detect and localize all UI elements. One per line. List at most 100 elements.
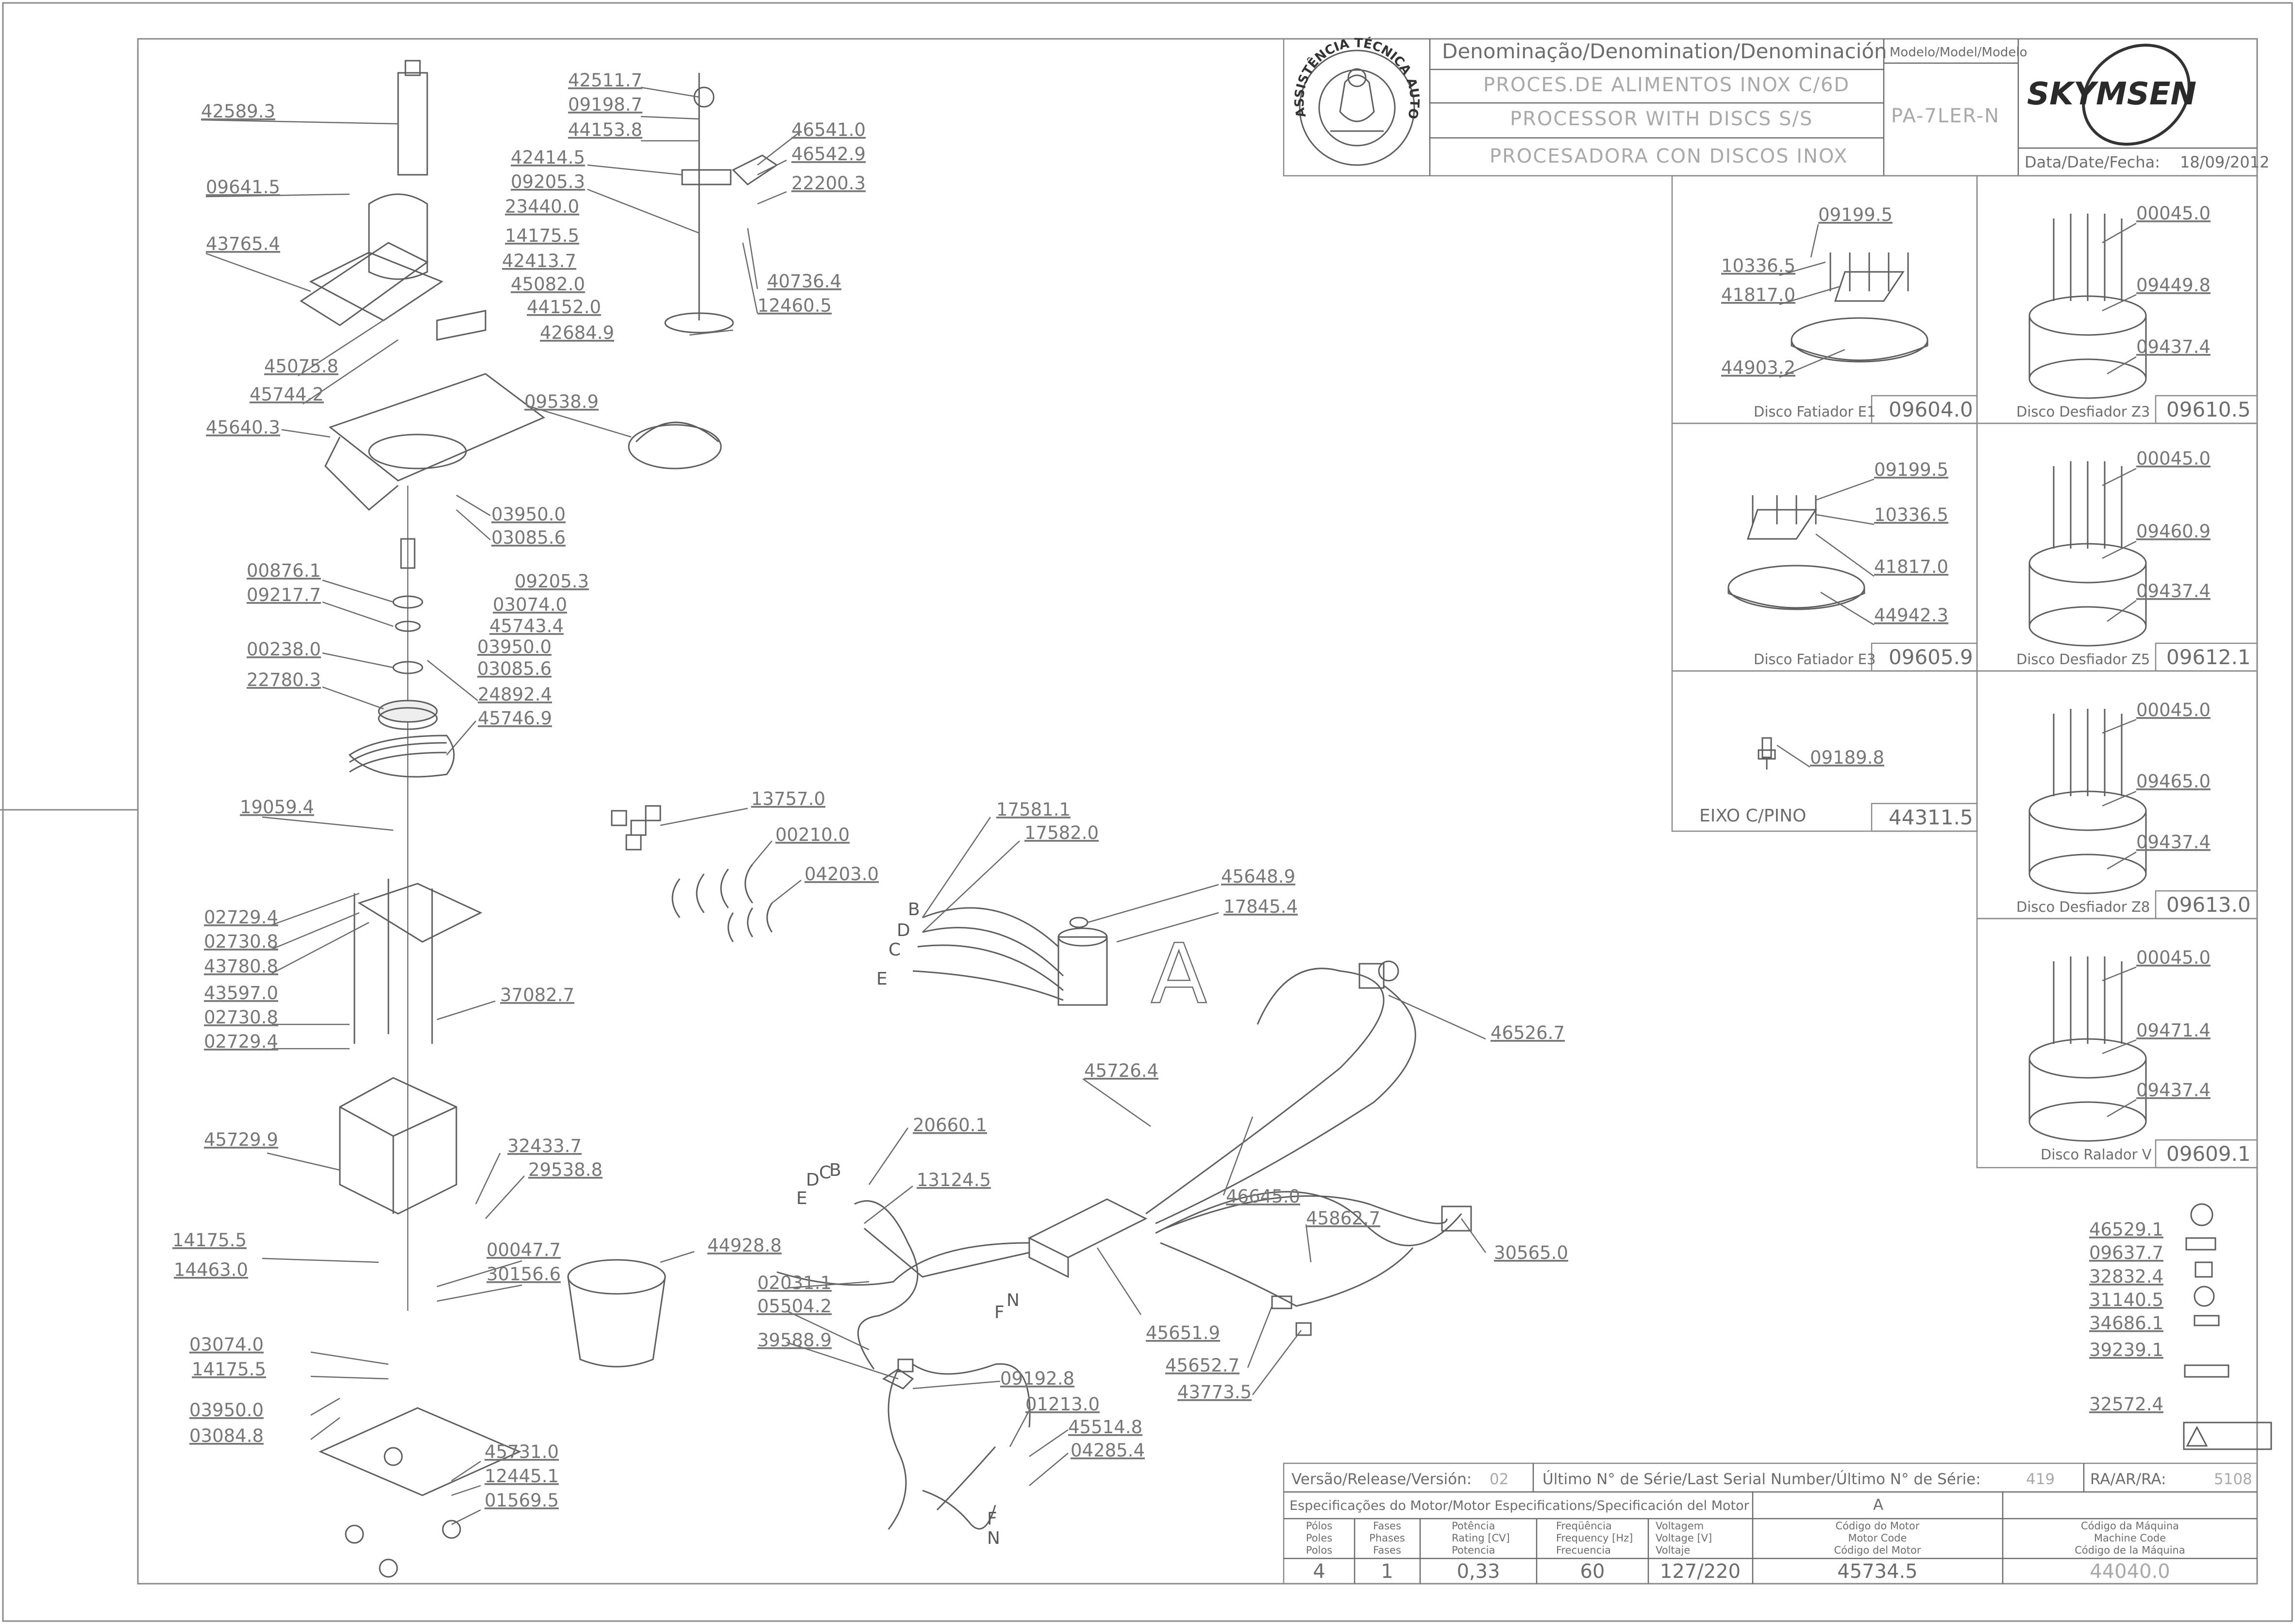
part-label: 13757.0 <box>751 788 825 809</box>
part-label: 00045.0 <box>2136 947 2211 968</box>
part-label: 17845.4 <box>1223 896 1298 917</box>
model-value: PA-7LER-N <box>1891 105 2000 127</box>
part-label: 44152.0 <box>527 297 601 318</box>
date-value: 18/09/2012 <box>2180 153 2269 171</box>
part-label: 42414.5 <box>511 147 585 168</box>
part-label: 42413.7 <box>502 251 576 271</box>
part-label: 09437.4 <box>2136 581 2211 602</box>
part-label: 24892.4 <box>478 684 552 705</box>
part-label: 30156.6 <box>486 1264 561 1285</box>
warning-plate-icon <box>2183 1422 2272 1450</box>
disc-variants-panel: Disco Fatiador E1 09604.0 Disco Desfiado… <box>1671 175 2258 1169</box>
part-label: 09538.9 <box>524 391 599 412</box>
disc-code: 09612.1 <box>2166 645 2251 669</box>
motor-spec-header: Especificações do Motor/Motor Especifica… <box>1290 1498 1750 1513</box>
part-label: 45652.7 <box>1165 1355 1240 1376</box>
part-label: 09199.5 <box>1818 204 1893 225</box>
part-label: 04285.4 <box>1071 1440 1145 1461</box>
title-block: ASSISTÊNCIA TÉCNICA AUTORIZADA Denominaç… <box>0 0 2269 177</box>
part-label: 12460.5 <box>757 295 832 316</box>
motor-capacitor-letter: A <box>1151 926 1207 1022</box>
motor-spec-table: Versão/Release/Versión: 02 Último N° de … <box>1283 1462 2258 1585</box>
part-label: 03084.8 <box>189 1425 264 1446</box>
part-label: 04203.0 <box>804 864 879 885</box>
motor-letter: A <box>1873 1496 1883 1514</box>
disc-caption: EIXO C/PINO <box>1699 806 1806 826</box>
col-label: Código da Máquina <box>2081 1520 2179 1532</box>
symbol-legend: 46529.1 09637.7 32832.4 31140.5 34686.1 … <box>2089 1203 2272 1450</box>
part-label: 45726.4 <box>1084 1060 1158 1081</box>
part-label: 39588.9 <box>757 1330 832 1351</box>
part-label: 09449.8 <box>2136 275 2211 296</box>
model-header: Modelo/Model/Modelo <box>1890 45 2027 60</box>
slicer-disc-e3-drawing <box>1727 495 1865 610</box>
part-label: 00045.0 <box>2136 700 2211 720</box>
col-label: Código do Motor <box>1835 1520 1919 1532</box>
part-label: 43597.0 <box>204 983 278 1004</box>
part-label: 41817.0 <box>1874 556 1948 577</box>
part-label: 20660.1 <box>913 1115 987 1136</box>
motor-code-value: 45734.5 <box>1837 1560 1917 1583</box>
part-label: 45743.4 <box>489 616 564 636</box>
brand-name: SKYMSEN <box>2027 76 2196 112</box>
part-label: 23440.0 <box>505 196 579 217</box>
col-label: Código de la Máquina <box>2075 1544 2185 1556</box>
part-label: 03074.0 <box>493 594 567 615</box>
name-pt: PROCES.DE ALIMENTOS INOX C/6D <box>1483 74 1850 96</box>
wire-letter: N <box>987 1528 1000 1548</box>
part-label: 00045.0 <box>2136 448 2211 469</box>
part-label: 03950.0 <box>491 504 566 525</box>
rating-value: 0,33 <box>1457 1560 1500 1583</box>
wire-letter: B <box>829 1160 841 1180</box>
disc-code: 09610.5 <box>2166 398 2251 421</box>
disc-code: 44311.5 <box>1889 805 1973 829</box>
part-label: 14463.0 <box>174 1259 248 1280</box>
part-label: 17582.0 <box>1024 822 1099 843</box>
wire-letter: D <box>806 1170 820 1190</box>
part-label: 03074.0 <box>189 1334 264 1355</box>
rotation-symbol-icon <box>2190 1203 2213 1226</box>
part-label: 45651.9 <box>1146 1323 1220 1343</box>
col-label: Rating [CV] <box>1452 1532 1510 1544</box>
part-label: 09460.9 <box>2136 521 2211 542</box>
part-label: 41817.0 <box>1721 285 1795 305</box>
col-label: Voltaje <box>1656 1544 1690 1556</box>
cable-tag-icon <box>2194 1315 2220 1326</box>
part-label: 14175.5 <box>172 1230 247 1251</box>
symbol-code: 39239.1 <box>2089 1339 2163 1360</box>
grater-disc-v-drawing <box>2028 956 2147 1142</box>
col-label: Polos <box>1306 1544 1332 1556</box>
symbol-code: 46529.1 <box>2089 1219 2163 1240</box>
part-label: 45082.0 <box>511 274 585 295</box>
caution-label-icon <box>2184 1364 2229 1378</box>
axle-with-pin-drawing <box>1758 737 1776 770</box>
frequency-value: 60 <box>1580 1560 1605 1583</box>
part-label: 37082.7 <box>500 985 574 1005</box>
part-label: 12445.1 <box>485 1466 559 1487</box>
symbol-code: 31140.5 <box>2089 1289 2163 1310</box>
col-label: Potencia <box>1452 1544 1495 1556</box>
ra-value: 5108 <box>2214 1471 2252 1488</box>
part-label: 03085.6 <box>491 527 566 548</box>
part-label: 00047.7 <box>486 1239 561 1260</box>
wire-letter: E <box>796 1189 807 1208</box>
part-label: 45862.7 <box>1306 1208 1380 1229</box>
col-label: Fases <box>1373 1520 1401 1532</box>
part-label: 46541.0 <box>791 119 866 140</box>
shredder-disc-z8-drawing <box>2028 709 2147 894</box>
part-label: 45731.0 <box>485 1441 559 1462</box>
part-label: 09192.8 <box>1000 1368 1074 1389</box>
authorized-service-seal: ASSISTÊNCIA TÉCNICA AUTORIZADA <box>0 0 1422 166</box>
wire-letter: C <box>888 940 901 960</box>
col-label: Machine Code <box>2094 1532 2166 1544</box>
part-label: 13124.5 <box>917 1170 991 1190</box>
part-label: 09437.4 <box>2136 1080 2211 1101</box>
voltage-value: 127/220 <box>1660 1560 1741 1583</box>
part-label: 46645.0 <box>1226 1186 1300 1207</box>
col-label: Frecuencia <box>1556 1544 1611 1556</box>
disc-caption: Disco Ralador V <box>2041 1146 2152 1163</box>
part-label: 45075.8 <box>264 356 338 377</box>
denomination-header: Denominação/Denomination/Denominación <box>1442 39 1887 63</box>
part-label: 09205.3 <box>515 571 589 592</box>
part-label: 09199.5 <box>1874 459 1948 480</box>
